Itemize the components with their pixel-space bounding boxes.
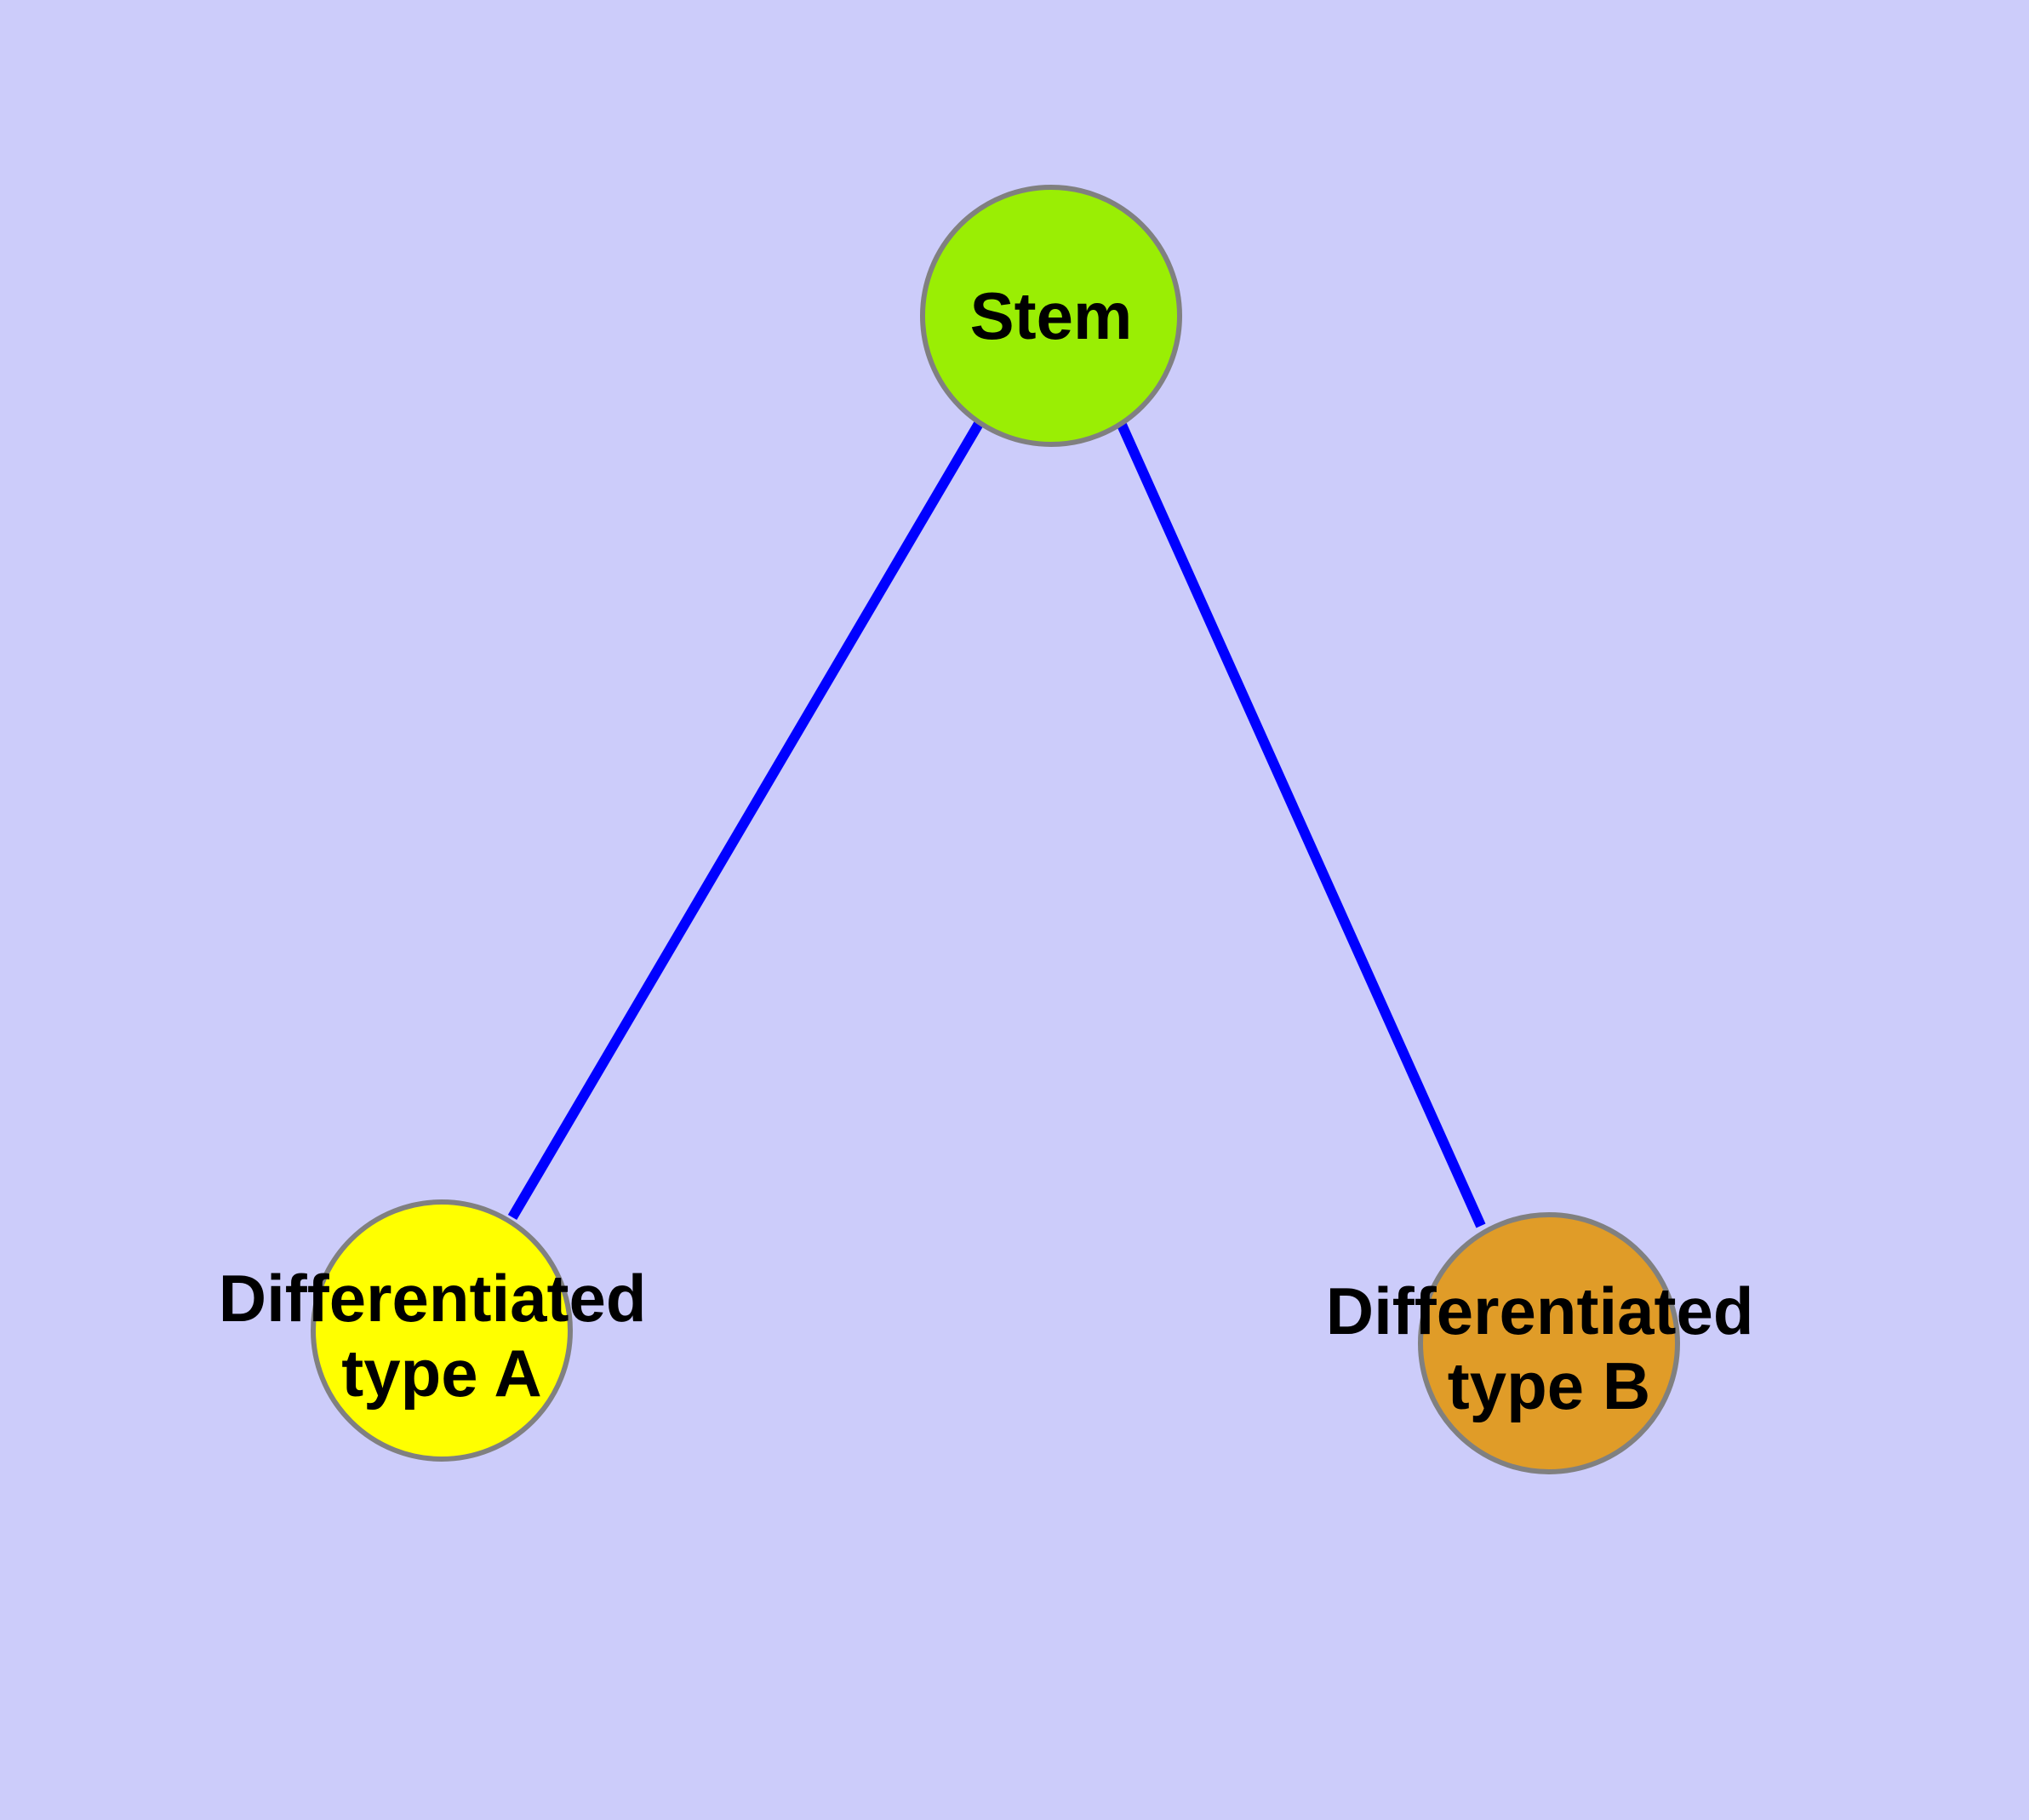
node-diff-a-circle[interactable] [311, 1199, 573, 1462]
node-diff-a[interactable]: Differentiated type A [219, 1199, 665, 1462]
node-diff-a-label-line-1: Differentiated [219, 1261, 647, 1336]
edge-layer [507, 419, 1486, 1228]
node-diff-b-label-line-2: type B [1448, 1348, 1650, 1423]
node-diff-b-label: Differentiated type B [1326, 1273, 1772, 1423]
edge-stem-to-diff-a[interactable] [507, 419, 985, 1221]
node-diff-b[interactable]: Differentiated type B [1326, 1212, 1772, 1474]
node-stem-circle[interactable] [920, 185, 1182, 447]
node-diff-a-label: Differentiated type A [219, 1261, 665, 1411]
node-diff-b-circle[interactable] [1418, 1212, 1680, 1474]
node-diff-a-label-line-2: type A [341, 1336, 542, 1411]
edge-stem-to-diff-b[interactable] [1117, 422, 1486, 1228]
node-stem-label-line-1: Stem [970, 278, 1133, 353]
node-diff-b-label-line-1: Differentiated [1326, 1273, 1754, 1348]
node-stem-label: Stem [970, 278, 1133, 353]
node-stem[interactable]: Stem [920, 185, 1182, 447]
